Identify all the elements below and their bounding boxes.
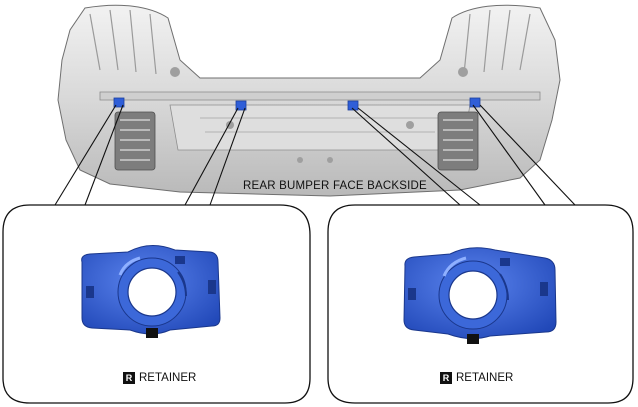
replace-badge-icon: R bbox=[440, 372, 452, 384]
right-retainer-image bbox=[403, 247, 557, 344]
left-callout-frame bbox=[2, 204, 311, 404]
left-retainer-text: RETAINER bbox=[139, 372, 197, 384]
replace-badge-icon: R bbox=[123, 372, 135, 384]
rear-bumper bbox=[57, 4, 561, 197]
right-retainer-text: RETAINER bbox=[456, 372, 514, 384]
bumper-caption: REAR BUMPER FACE BACKSIDE bbox=[243, 180, 427, 192]
leader-lines bbox=[54, 104, 576, 206]
left-retainer-image bbox=[81, 245, 221, 338]
left-retainer-label: R RETAINER bbox=[123, 372, 196, 384]
right-retainer-label: R RETAINER bbox=[440, 372, 513, 384]
right-callout-frame bbox=[327, 204, 634, 404]
